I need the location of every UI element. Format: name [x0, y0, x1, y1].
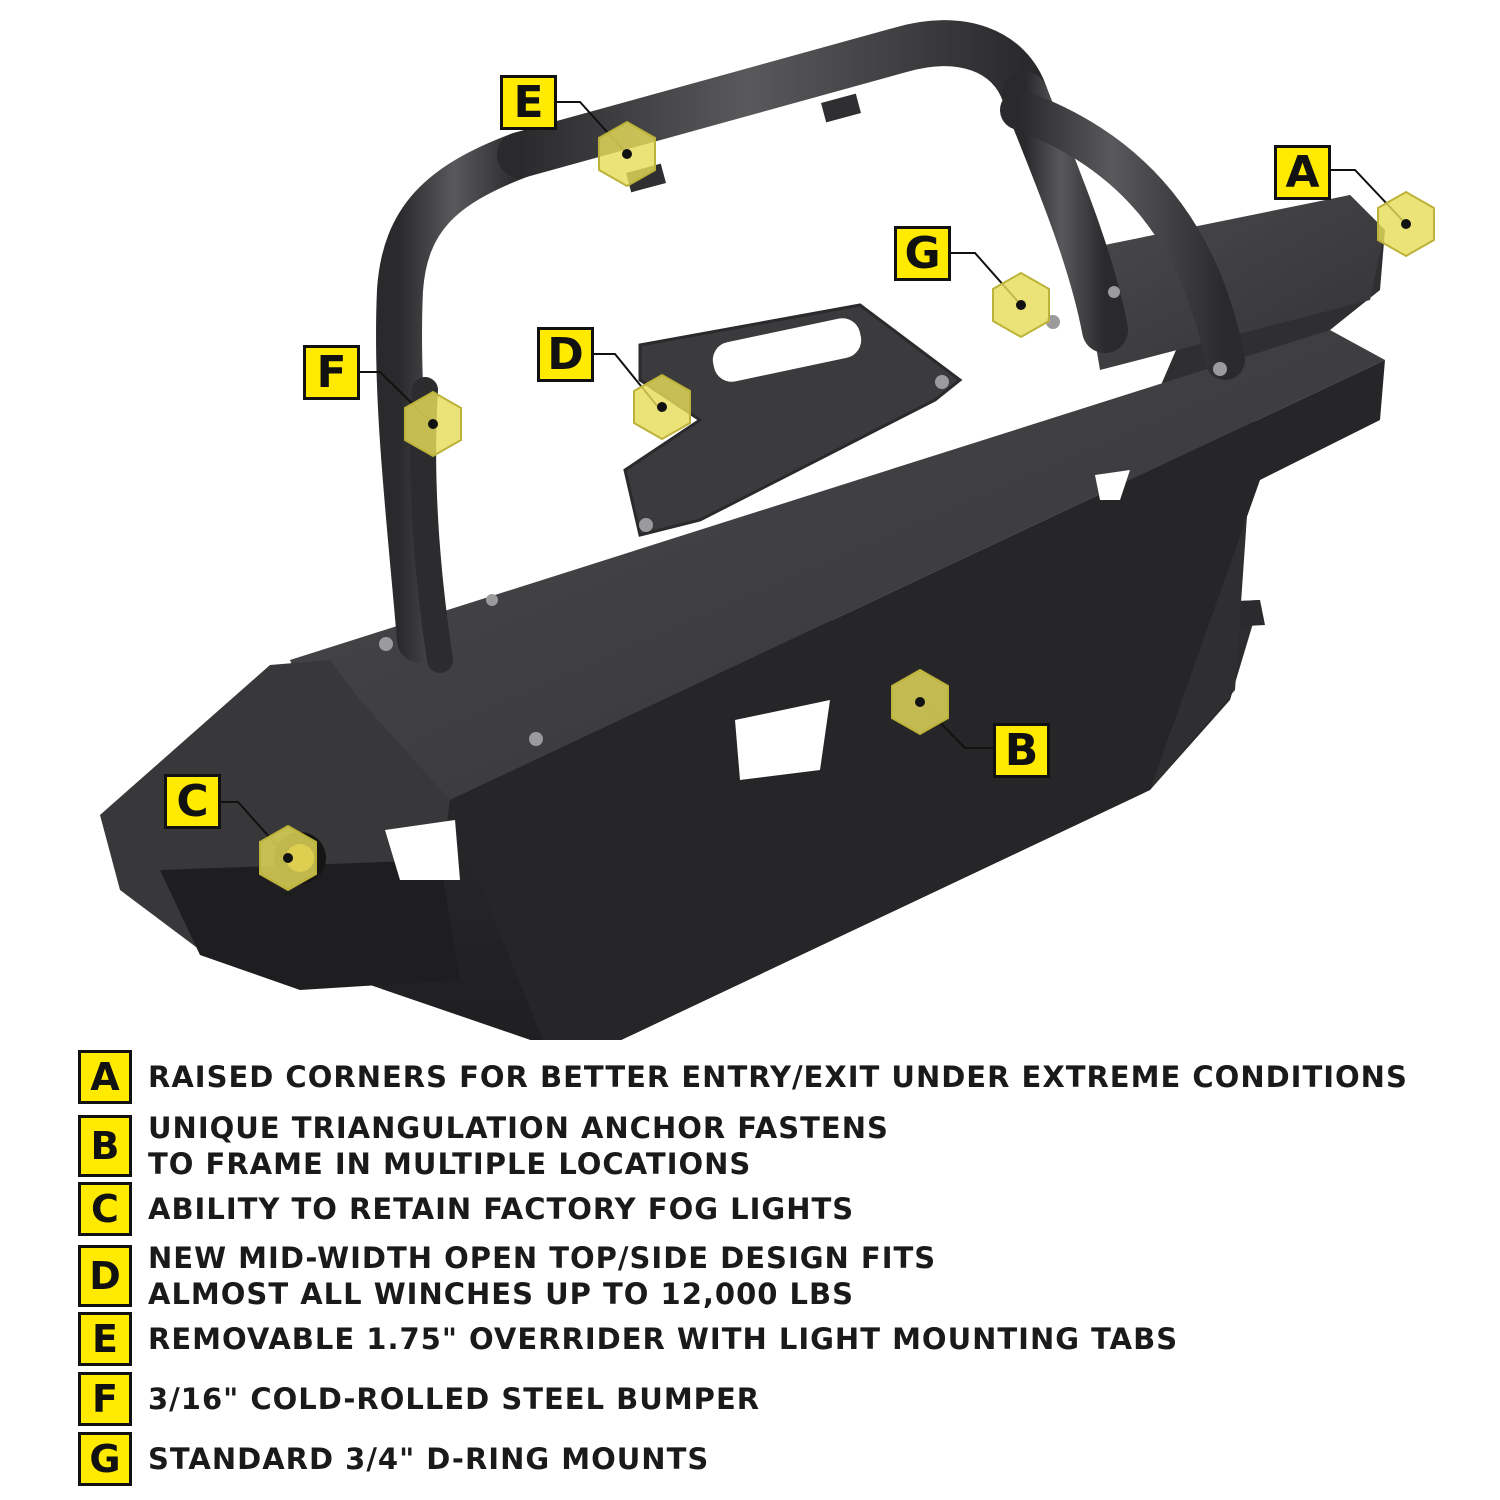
- callout-c: C: [164, 774, 221, 829]
- legend-row-f: F 3/16" COLD-ROLLED STEEL BUMPER: [78, 1372, 760, 1426]
- right-end-top: [1080, 195, 1385, 370]
- legend-badge: C: [78, 1182, 132, 1236]
- winch-deck: [290, 330, 1385, 800]
- legend-badge: G: [78, 1432, 132, 1486]
- feature-legend: A RAISED CORNERS FOR BETTER ENTRY/EXIT U…: [0, 1040, 1500, 1500]
- callout-e: E: [500, 75, 557, 130]
- legend-text: UNIQUE TRIANGULATION ANCHOR FASTENS TO F…: [148, 1111, 889, 1181]
- legend-row-d: D NEW MID-WIDTH OPEN TOP/SIDE DESIGN FIT…: [78, 1240, 936, 1312]
- marker-dots: [283, 149, 1411, 863]
- legend-text: RAISED CORNERS FOR BETTER ENTRY/EXIT UND…: [148, 1060, 1408, 1094]
- callout-b: B: [993, 723, 1050, 778]
- legend-row-e: E REMOVABLE 1.75" OVERRIDER WITH LIGHT M…: [78, 1312, 1178, 1366]
- legend-badge: B: [78, 1115, 132, 1177]
- hoop-brace: [1000, 90, 1245, 380]
- bolts: [379, 286, 1227, 746]
- bumper-illustration: [100, 20, 1435, 1040]
- legend-text: REMOVABLE 1.75" OVERRIDER WITH LIGHT MOU…: [148, 1322, 1179, 1356]
- left-end-face: [160, 860, 460, 990]
- legend-badge: E: [78, 1312, 132, 1366]
- legend-text: ABILITY TO RETAIN FACTORY FOG LIGHTS: [148, 1192, 855, 1226]
- callout-d: D: [537, 327, 594, 382]
- light-tab-2: [821, 93, 861, 123]
- legend-text: NEW MID-WIDTH OPEN TOP/SIDE DESIGN FITS …: [148, 1241, 937, 1311]
- legend-row-c: C ABILITY TO RETAIN FACTORY FOG LIGHTS: [78, 1182, 854, 1236]
- product-figure: E A G D F C B: [100, 20, 1435, 1040]
- legend-row-g: G STANDARD 3/4" D-RING MOUNTS: [78, 1432, 709, 1486]
- legend-text: 3/16" COLD-ROLLED STEEL BUMPER: [148, 1382, 761, 1416]
- legend-text: STANDARD 3/4" D-RING MOUNTS: [148, 1442, 710, 1476]
- legend-badge: D: [78, 1245, 132, 1307]
- cutout-3: [1095, 470, 1130, 500]
- legend-badge: A: [78, 1050, 132, 1104]
- cutout-1: [735, 700, 830, 780]
- callout-a: A: [1274, 145, 1331, 200]
- legend-badge: F: [78, 1372, 132, 1426]
- hoop-top-bar: [497, 20, 1048, 178]
- cutout-2: [385, 820, 460, 880]
- callout-g: G: [894, 226, 951, 281]
- legend-row-b: B UNIQUE TRIANGULATION ANCHOR FASTENS TO…: [78, 1110, 889, 1182]
- legend-row-a: A RAISED CORNERS FOR BETTER ENTRY/EXIT U…: [78, 1050, 1408, 1104]
- callout-f: F: [303, 345, 360, 400]
- hoop-left-leg: [376, 132, 543, 663]
- fairlead-slot: [712, 318, 862, 382]
